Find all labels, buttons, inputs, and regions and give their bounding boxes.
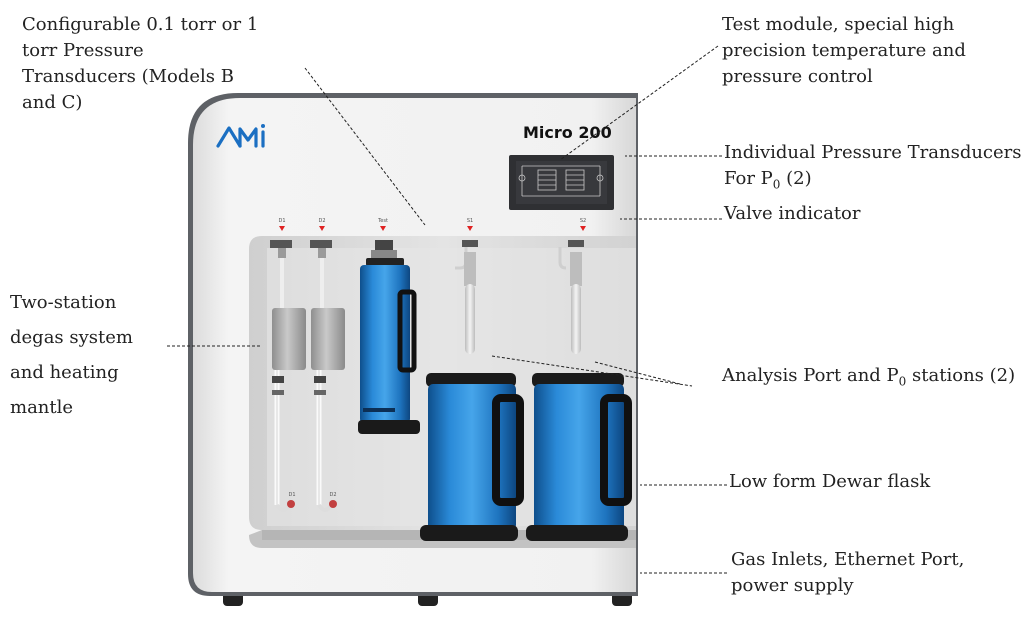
bottom-label-d2: D2 <box>329 492 336 498</box>
ami-logo <box>216 124 265 148</box>
valve-indicator-test <box>380 226 386 231</box>
label-individual-transducers-subscript: 0 <box>772 177 781 192</box>
label-individual-transducers-text: Individual Pressure Transducers For P <box>724 142 1022 189</box>
low-form-dewar-2 <box>526 373 632 541</box>
label-analysis-port-subscript: 0 <box>898 374 907 389</box>
callout-lines <box>167 45 727 574</box>
label-individual-transducers: Individual Pressure Transducers For P0 (… <box>724 140 1034 198</box>
test-station-dewar <box>358 240 420 434</box>
label-pressure-transducers: Configurable 0.1 torr or 1 torr Pressure… <box>22 14 259 113</box>
test-module-display <box>509 155 614 210</box>
valve-indicator-s1 <box>467 226 473 231</box>
bottom-label-d1: D1 <box>288 492 295 498</box>
device-model-name: Micro 200 <box>523 123 612 142</box>
low-form-dewar-1 <box>420 373 524 541</box>
port-label-d1: D1 <box>278 218 285 224</box>
degas-station-d2 <box>310 240 345 512</box>
port-label-d2: D2 <box>318 218 325 224</box>
callout-line-analysis-1 <box>491 355 693 387</box>
port-label-test: Test <box>377 218 388 224</box>
label-dewar-flask: Low form Dewar flask <box>729 471 931 492</box>
callout-line-test-module <box>559 45 719 161</box>
label-analysis-port: Analysis Port and P0 stations (2) <box>722 363 1032 395</box>
port-label-s1: S1 <box>467 218 473 224</box>
label-valve-indicator: Valve indicator <box>724 203 861 224</box>
degas-station-d1 <box>270 240 306 512</box>
label-analysis-port-count: stations (2) <box>906 365 1016 386</box>
callout-line-transducers <box>304 67 426 226</box>
label-analysis-port-text: Analysis Port and P <box>722 365 899 386</box>
valve-indicator-s2 <box>580 226 586 231</box>
valve-indicator-d2 <box>319 226 325 231</box>
analysis-port-s1 <box>455 240 478 354</box>
label-gas-inlets: Gas Inlets, Ethernet Port, power supply <box>731 549 965 596</box>
port-label-s2: S2 <box>580 218 586 224</box>
label-individual-transducers-count: (2) <box>780 168 812 189</box>
label-degas-system: Two-station degas system and heating man… <box>10 292 133 418</box>
analysis-port-s2 <box>558 240 584 354</box>
valve-indicator-d1 <box>279 226 285 231</box>
label-test-module: Test module, special high precision temp… <box>722 14 966 87</box>
